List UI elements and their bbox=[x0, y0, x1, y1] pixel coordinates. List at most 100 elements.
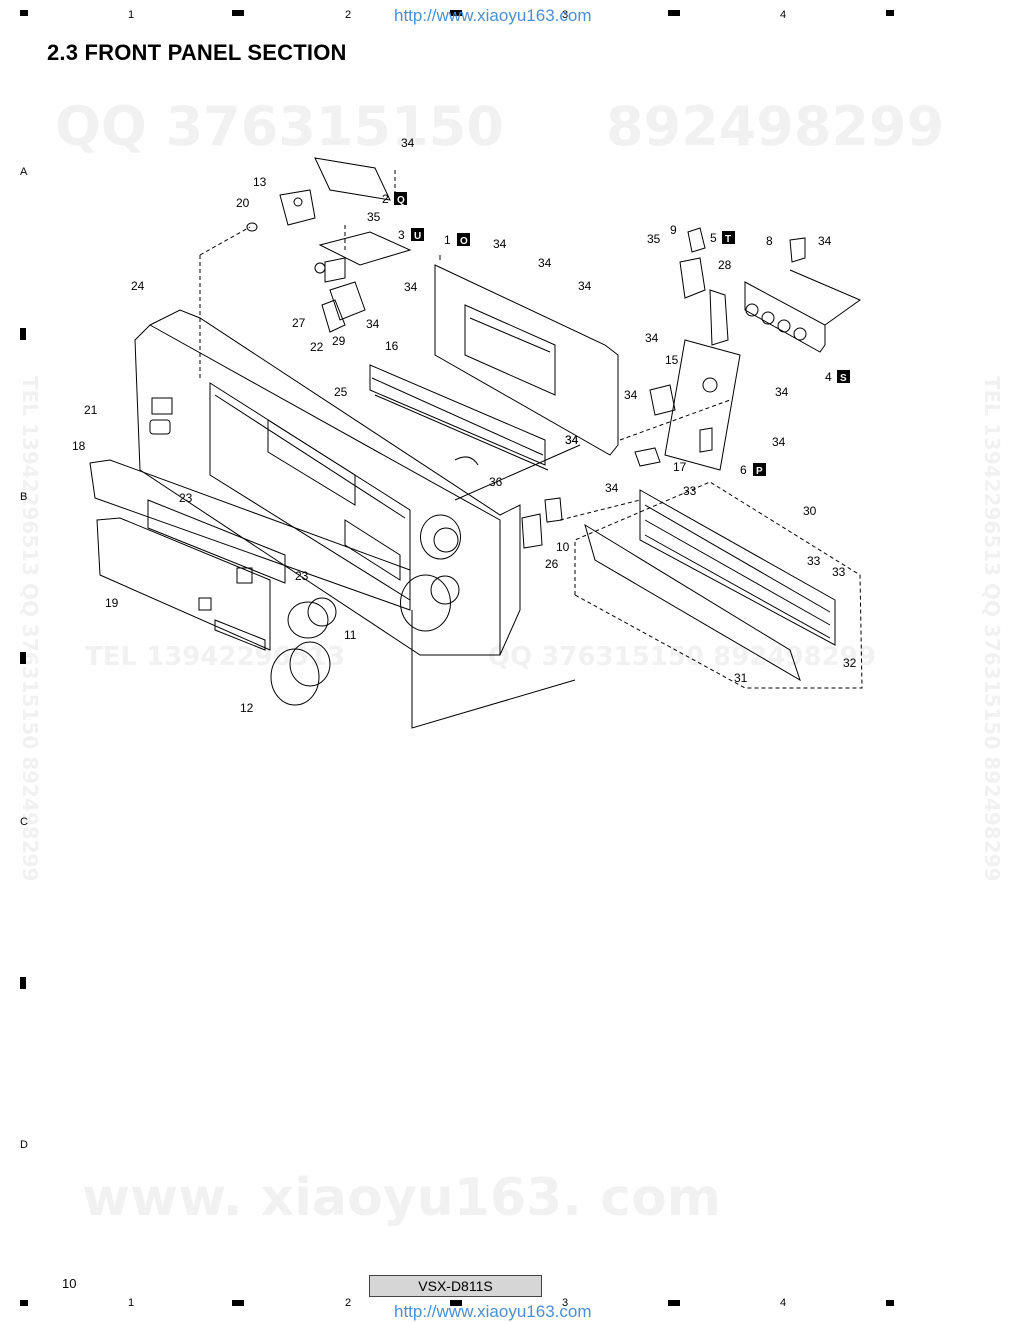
part-label: 12 bbox=[240, 701, 254, 715]
board-tag-p: P bbox=[753, 463, 766, 477]
part-label: 22 bbox=[310, 340, 324, 354]
part-15 bbox=[649, 384, 676, 416]
zone-number: 2 bbox=[345, 1297, 352, 1309]
part-label: 27 bbox=[292, 316, 306, 330]
part-label: 26 bbox=[545, 557, 559, 571]
part-label: 9 bbox=[670, 223, 677, 237]
registration-mark bbox=[668, 10, 680, 16]
registration-mark bbox=[20, 1300, 28, 1306]
board-tag-letter: O bbox=[460, 236, 468, 247]
part-label: 33 bbox=[832, 565, 846, 579]
part-label: 10 bbox=[556, 540, 570, 554]
part-label: 23 bbox=[179, 491, 193, 505]
part-label: 21 bbox=[84, 403, 98, 417]
part-label: 28 bbox=[718, 258, 732, 272]
watermark-tel: TEL 13942296513 bbox=[85, 642, 346, 672]
page-title: 2.3 FRONT PANEL SECTION bbox=[47, 40, 347, 65]
part-label: 19 bbox=[105, 596, 119, 610]
part-label: 34 bbox=[578, 279, 592, 293]
zone-number: 3 bbox=[562, 9, 569, 21]
sub-board-6 bbox=[664, 339, 741, 471]
board-tag-s: S bbox=[837, 370, 850, 384]
part-5 bbox=[679, 257, 706, 299]
part-label: 34 bbox=[772, 435, 786, 449]
board-tag-q: Q bbox=[394, 192, 407, 206]
part-label: 35 bbox=[647, 232, 661, 246]
part-label: 32 bbox=[843, 656, 857, 670]
part-label: 33 bbox=[683, 484, 697, 498]
part-label: 15 bbox=[665, 353, 679, 367]
registration-mark bbox=[20, 328, 26, 340]
zone-number: 4 bbox=[780, 9, 787, 21]
row-letter: D bbox=[20, 1139, 28, 1151]
bracket-28 bbox=[709, 289, 729, 346]
source-url-top[interactable]: http://www.xiaoyu163.com bbox=[394, 6, 592, 25]
board-tag-t: T bbox=[722, 231, 735, 245]
part-label: 13 bbox=[253, 175, 267, 189]
part-label: 1 bbox=[444, 233, 451, 247]
registration-mark bbox=[20, 652, 26, 664]
registration-mark bbox=[232, 10, 244, 16]
zone-number: 3 bbox=[562, 1297, 569, 1309]
board-tag-o: O bbox=[457, 233, 470, 247]
part-36 bbox=[454, 456, 479, 466]
part-label: 8 bbox=[766, 234, 773, 248]
part-label: 34 bbox=[401, 136, 415, 150]
part-label: 35 bbox=[367, 210, 381, 224]
registration-mark bbox=[886, 10, 894, 16]
sub-board-2 bbox=[314, 157, 391, 201]
board-tag-u: U bbox=[411, 228, 424, 242]
part-label: 2 bbox=[382, 192, 389, 206]
part-label: 34 bbox=[645, 331, 659, 345]
part-label: 16 bbox=[385, 339, 399, 353]
part-label: 5 bbox=[710, 231, 717, 245]
part-label: 18 bbox=[72, 439, 86, 453]
part-label: 34 bbox=[404, 280, 418, 294]
part-label: 34 bbox=[366, 317, 380, 331]
zone-number: 4 bbox=[780, 1297, 787, 1309]
watermark-qq: QQ 376315150 bbox=[55, 95, 504, 158]
part-label: 34 bbox=[624, 388, 638, 402]
part-9 bbox=[687, 227, 706, 253]
part-label: 30 bbox=[803, 504, 817, 518]
watermark-qq: 892498299 bbox=[606, 95, 945, 158]
part-8 bbox=[789, 237, 806, 263]
part-label: 24 bbox=[131, 279, 145, 293]
registration-mark bbox=[232, 1300, 244, 1306]
part-label: 34 bbox=[565, 433, 579, 447]
zone-number: 1 bbox=[128, 1297, 135, 1309]
part-10 bbox=[544, 497, 563, 523]
part-label: 34 bbox=[775, 385, 789, 399]
board-tag-letter: T bbox=[725, 234, 731, 245]
main-pcb-1 bbox=[434, 264, 619, 456]
zone-number: 2 bbox=[345, 9, 352, 21]
registration-mark bbox=[450, 1300, 462, 1306]
sub-board-3 bbox=[314, 231, 412, 283]
jack-13 bbox=[279, 189, 316, 226]
part-label: 4 bbox=[825, 370, 832, 384]
part-label: 3 bbox=[398, 228, 405, 242]
row-letter: C bbox=[20, 816, 28, 828]
part-label: 17 bbox=[673, 460, 687, 474]
model-name-box: VSX-D811S bbox=[369, 1275, 542, 1297]
knob-11 bbox=[287, 597, 337, 639]
registration-mark bbox=[20, 10, 28, 16]
registration-mark bbox=[668, 1300, 680, 1306]
watermark-qq: QQ 376315150 892498299 bbox=[488, 642, 876, 672]
part-label: 34 bbox=[493, 237, 507, 251]
front-sub-panel-19 bbox=[96, 499, 286, 651]
part-17 bbox=[634, 447, 661, 467]
part-label: 34 bbox=[538, 256, 552, 270]
part-label: 6 bbox=[740, 463, 747, 477]
source-url-bottom[interactable]: http://www.xiaoyu163.com bbox=[394, 1302, 592, 1321]
board-tag-letter: S bbox=[840, 373, 847, 384]
bracket-27 bbox=[321, 281, 366, 333]
registration-mark bbox=[886, 1300, 894, 1306]
part-label: 34 bbox=[605, 481, 619, 495]
page-number: 10 bbox=[62, 1276, 77, 1291]
part-26 bbox=[521, 513, 543, 549]
registration-mark bbox=[450, 10, 462, 16]
part-label: 23 bbox=[295, 569, 309, 583]
part-label: 25 bbox=[334, 385, 348, 399]
